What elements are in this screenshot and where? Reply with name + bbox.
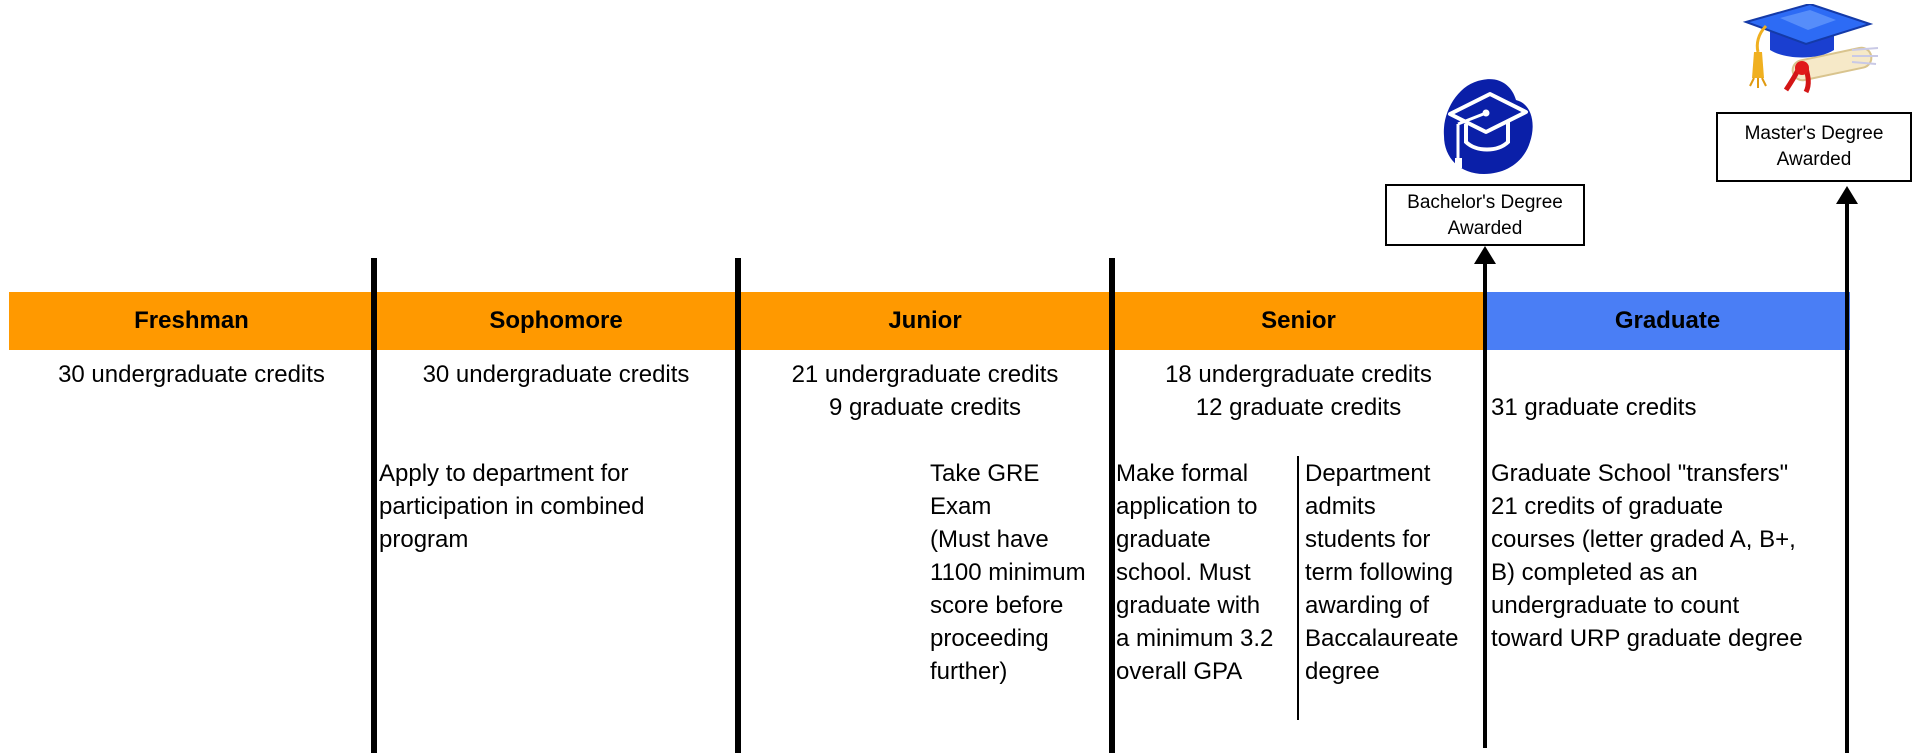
note-line: Exam xyxy=(930,493,992,520)
note-line: score before xyxy=(930,592,1064,619)
note-line: further) xyxy=(930,658,1008,685)
mortarboard-diploma-icon xyxy=(1742,4,1879,94)
year-graduate: Graduate xyxy=(1614,307,1721,334)
note-line: B) completed as an xyxy=(1491,559,1698,586)
note-line: 21 credits of graduate xyxy=(1491,493,1724,520)
note-line: Graduate School "transfers" xyxy=(1491,460,1789,487)
note-line: Baccalaureate xyxy=(1305,625,1459,652)
credits-senior: 18 undergraduate credits 12 graduate cre… xyxy=(1112,358,1485,424)
note-line: undergraduate to count xyxy=(1491,592,1740,619)
bachelors-arrow-head xyxy=(1474,246,1496,264)
credits-freshman: 30 undergraduate credits xyxy=(9,358,374,391)
note-line: a minimum 3.2 xyxy=(1116,625,1274,652)
credits-sophomore: 30 undergraduate credits xyxy=(374,358,738,391)
award-line: Bachelor's Degree xyxy=(1407,192,1563,213)
credits-line: 12 graduate credits xyxy=(1195,394,1402,421)
credits-line: 9 graduate credits xyxy=(828,394,1022,421)
year-senior: Senior xyxy=(1261,307,1336,334)
masters-arrow-line xyxy=(1845,198,1849,753)
note-line: courses (letter graded A, B+, xyxy=(1491,526,1796,553)
note-line: admits xyxy=(1305,493,1376,520)
credits-line: 31 graduate credits xyxy=(1491,394,1697,421)
note-line: program xyxy=(379,526,469,553)
credits-line: 21 undergraduate credits xyxy=(791,361,1059,388)
note-line: application to xyxy=(1116,493,1258,520)
award-line: Master's Degree xyxy=(1744,123,1884,144)
undergrad-bar xyxy=(9,292,1485,350)
masters-arrow-head xyxy=(1836,186,1858,204)
credits-line: 18 undergraduate credits xyxy=(1165,361,1432,388)
graduation-cap-icon xyxy=(1443,79,1533,174)
bachelors-arrow-line xyxy=(1483,258,1487,748)
note-line: proceeding xyxy=(930,625,1049,652)
year-junior: Junior xyxy=(888,307,962,334)
note-senior-admission: Department admits students for term foll… xyxy=(1305,457,1458,688)
note-senior-application: Make formal application to graduate scho… xyxy=(1116,457,1273,688)
note-line: term following xyxy=(1305,559,1454,586)
note-line: toward URP graduate degree xyxy=(1491,625,1803,652)
note-line: (Must have xyxy=(930,526,1049,553)
note-line: graduate with xyxy=(1116,592,1261,619)
year-freshman: Freshman xyxy=(134,307,249,334)
note-line: students for xyxy=(1305,526,1431,553)
note-line: Make formal xyxy=(1116,460,1249,487)
divider-sophomore-junior xyxy=(735,258,741,753)
year-sophomore: Sophomore xyxy=(489,307,623,334)
note-line: graduate xyxy=(1116,526,1211,553)
note-line: Apply to department for xyxy=(379,460,629,487)
note-line: Take GRE xyxy=(930,460,1040,487)
note-graduate: Graduate School "transfers" 21 credits o… xyxy=(1491,457,1803,655)
note-line: overall GPA xyxy=(1116,658,1243,685)
note-line: school. Must xyxy=(1116,559,1251,586)
divider-freshman-sophomore xyxy=(371,258,377,753)
award-line: Awarded xyxy=(1776,149,1852,170)
note-line: Department xyxy=(1305,460,1431,487)
divider-junior-senior xyxy=(1109,258,1115,753)
note-line: degree xyxy=(1305,658,1380,685)
divider-senior-notes xyxy=(1297,456,1299,720)
graduate-bar xyxy=(1485,292,1850,350)
credits-junior: 21 undergraduate credits 9 graduate cred… xyxy=(738,358,1112,424)
masters-award-box: Master's Degree Awarded xyxy=(1716,112,1912,182)
note-line: 1100 minimum xyxy=(930,559,1086,586)
note-line: awarding of xyxy=(1305,592,1430,619)
note-line: participation in combined xyxy=(379,493,645,520)
bachelors-award-box: Bachelor's Degree Awarded xyxy=(1385,184,1585,246)
credits-line: 30 undergraduate credits xyxy=(422,361,690,388)
credits-line: 30 undergraduate credits xyxy=(58,361,325,388)
award-line: Awarded xyxy=(1447,218,1523,239)
credits-graduate: 31 graduate credits xyxy=(1491,391,1696,424)
note-junior: Take GRE Exam (Must have 1100 minimum sc… xyxy=(930,457,1086,688)
note-sophomore: Apply to department for participation in… xyxy=(379,457,645,556)
